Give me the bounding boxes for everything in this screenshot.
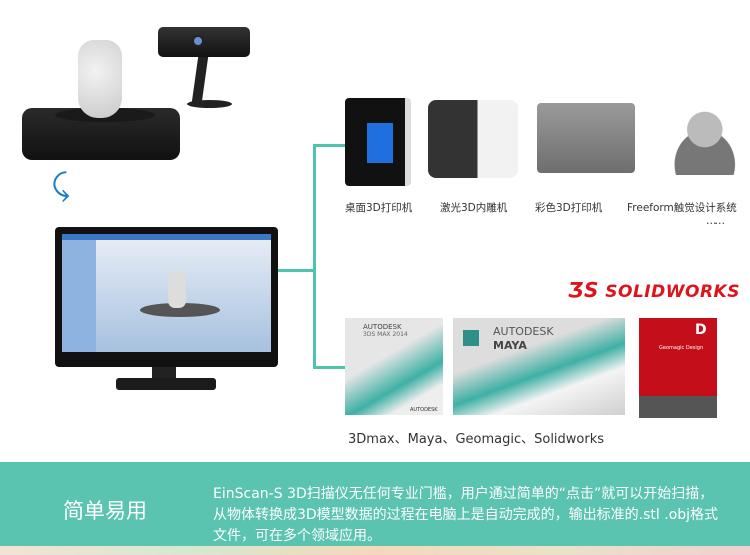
curved-arrow-icon: ⤹	[52, 168, 70, 203]
connector-line	[278, 269, 315, 272]
scan-platform	[140, 303, 220, 317]
monitor-neck	[152, 367, 176, 379]
connector-line	[313, 366, 346, 369]
monitor-foot	[116, 378, 216, 390]
connector-line	[313, 144, 346, 147]
scanner-base	[187, 100, 232, 108]
solidworks-logo: ƷS SOLIDWORKS	[568, 278, 740, 302]
connector-line	[313, 144, 316, 369]
maya-name: MAYA	[493, 339, 527, 352]
desktop-3d-printer-image	[345, 98, 411, 186]
software-caption: 3Dmax、Maya、Geomagic、Solidworks	[348, 432, 605, 447]
scanned-model	[168, 270, 186, 308]
scanner-lens	[192, 35, 204, 47]
max-footer: AUTODESK	[410, 407, 438, 413]
feature-band	[0, 462, 750, 546]
decorative-strip	[0, 546, 750, 555]
color-3d-printer-image	[537, 103, 635, 173]
software-titlebar	[62, 234, 271, 240]
geomagic-name: Geomagic Design	[659, 345, 704, 351]
maya-box: AUTODESK MAYA	[453, 318, 625, 415]
laser-engraver-image	[428, 100, 518, 178]
feature-title: 简单易用	[63, 499, 147, 523]
3dsmax-box: AUTODESK 3DS MAX 2014 AUTODESK	[345, 318, 443, 415]
software-screen	[62, 234, 271, 352]
geomagic-letter: D	[695, 322, 707, 338]
software-sidebar	[62, 240, 96, 352]
maya-brand: AUTODESK	[493, 325, 554, 338]
solidworks-logo-text: SOLIDWORKS	[605, 282, 740, 302]
vase-object	[78, 40, 122, 118]
maya-logo-icon	[463, 330, 479, 346]
product-label: 激光3D内雕机	[440, 202, 508, 214]
scanner-camera	[158, 27, 250, 57]
freeform-haptic-device-image	[652, 105, 740, 175]
product-label: 彩色3D打印机	[535, 202, 603, 214]
feature-description: EinScan-S 3D扫描仪无任何专业门槛，用户通过简单的“点击”就可以开始扫…	[213, 486, 719, 544]
product-label: Freeform触觉设计系统	[627, 202, 737, 214]
geomagic-box: D Geomagic Design	[639, 318, 717, 418]
scanner-stand	[191, 57, 209, 102]
max-brand: AUTODESK	[363, 323, 402, 331]
more-ellipsis: ……	[706, 215, 725, 227]
max-name: 3DS MAX 2014	[363, 331, 408, 338]
product-label: 桌面3D打印机	[345, 202, 413, 214]
